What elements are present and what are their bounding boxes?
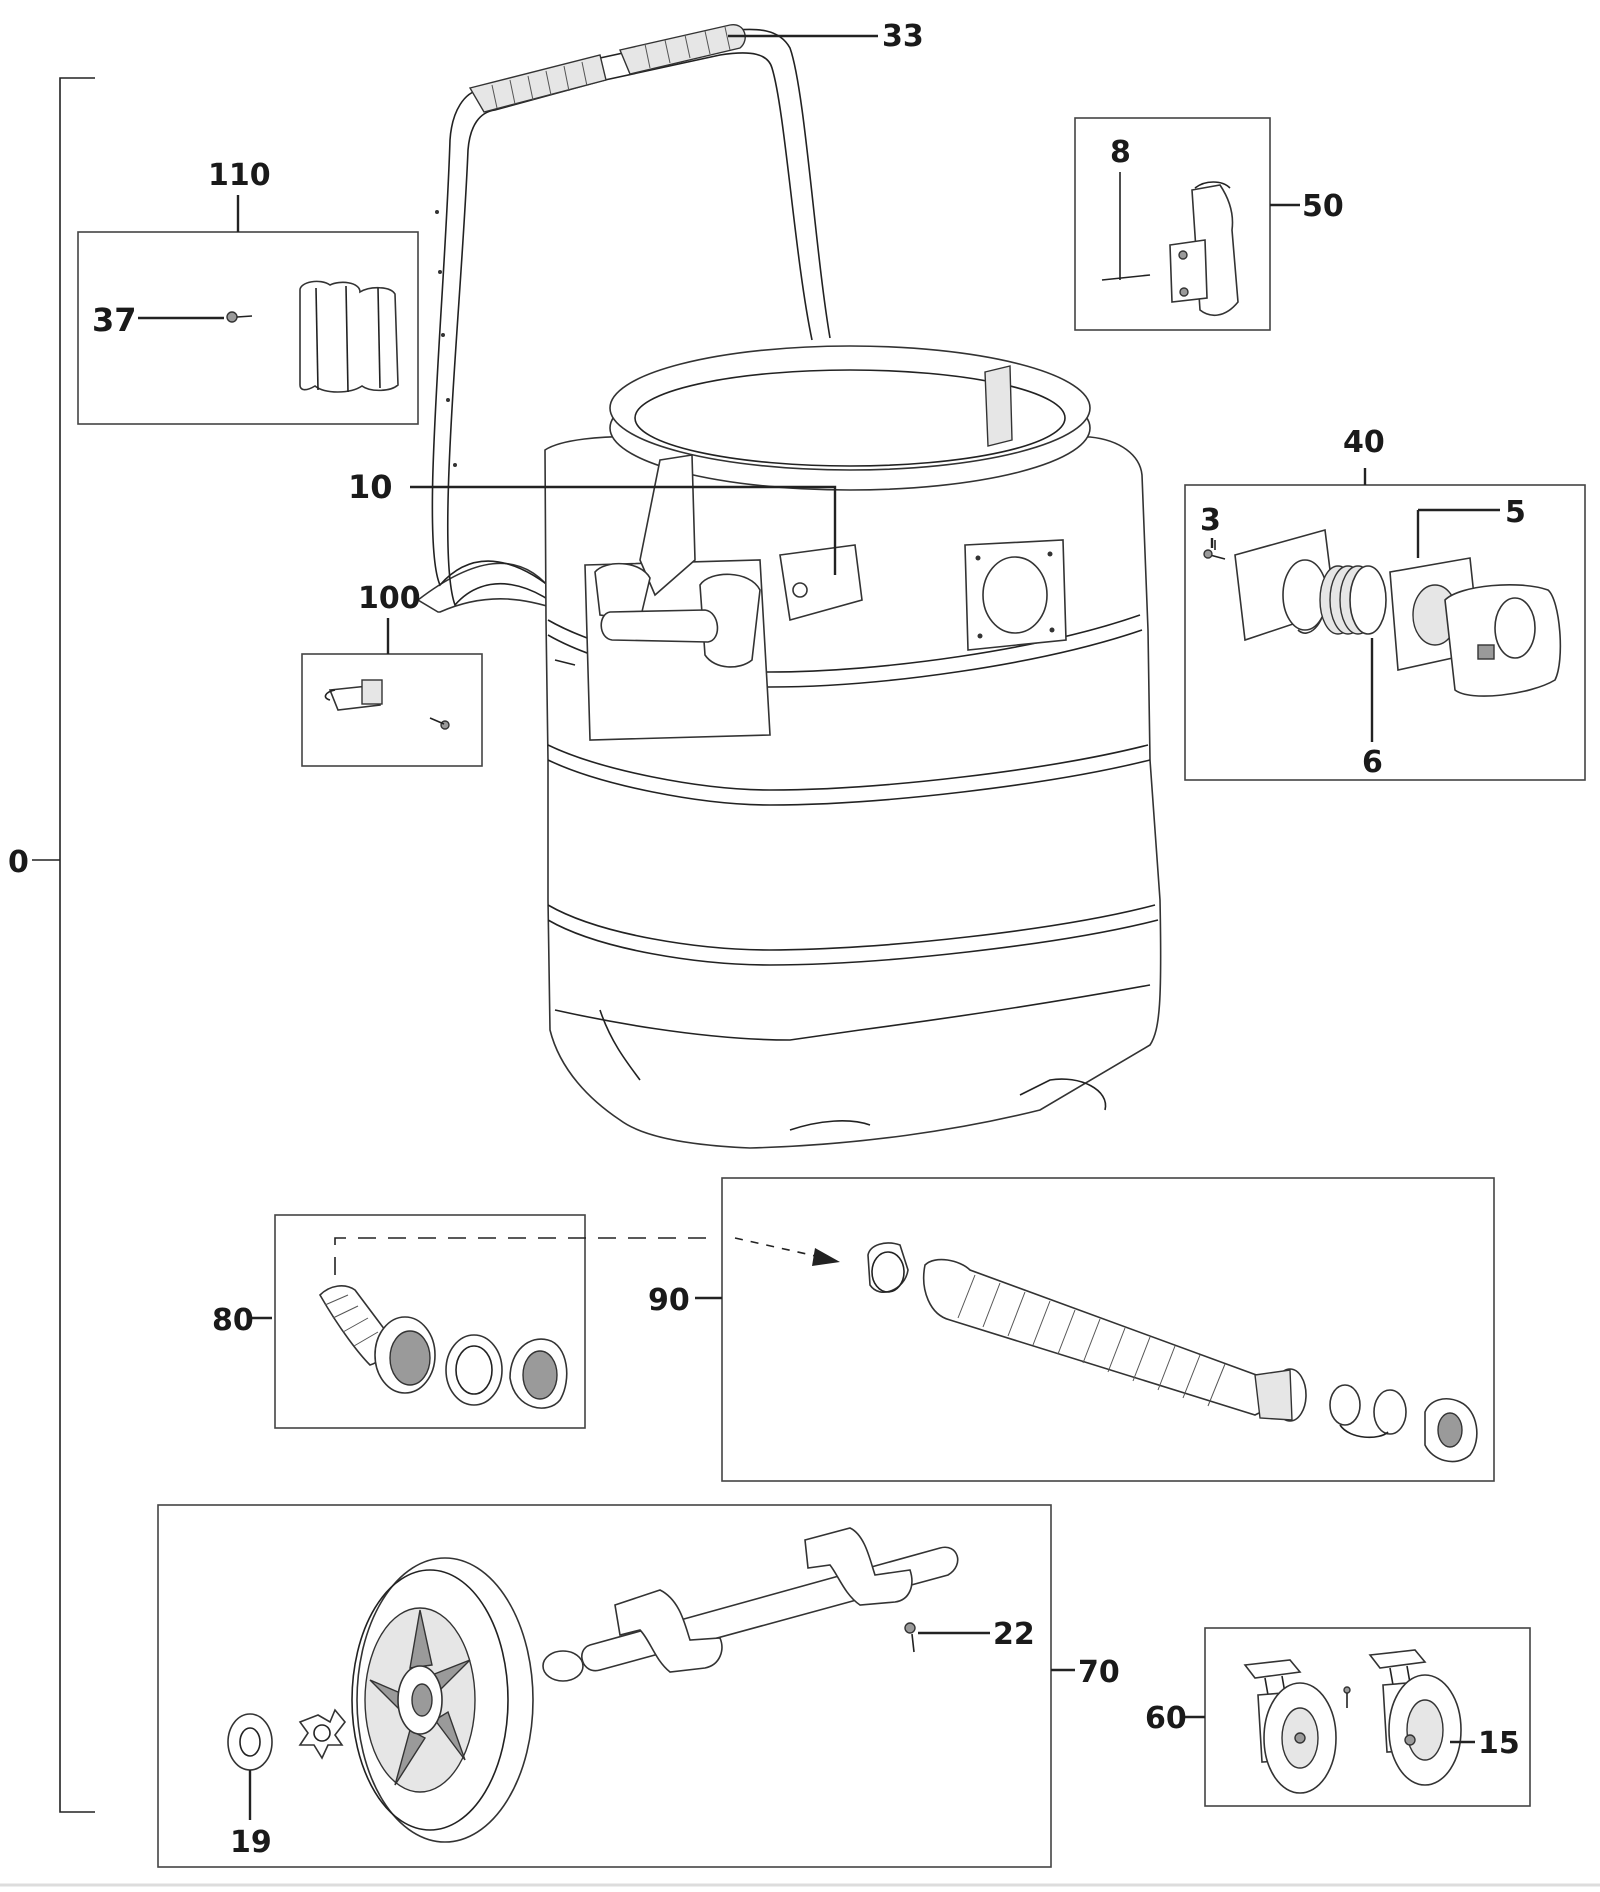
- callout-70: 70: [1078, 1655, 1120, 1690]
- callout-19: 19: [230, 1825, 272, 1860]
- callout-10: 10: [348, 468, 393, 506]
- callout-15: 15: [1478, 1726, 1520, 1761]
- hose-kit-icon: [721, 1177, 1495, 1482]
- push-handle-icon: [416, 24, 831, 623]
- callout-90: 90: [648, 1283, 690, 1318]
- assembly-bracket: [32, 77, 95, 1813]
- callout-50: 50: [1302, 189, 1344, 224]
- caster-kit-icon: [1204, 1627, 1531, 1807]
- callout-labels: 0 3 5 6 8 10 15 19 22 33 37 40 50 60 70 …: [8, 19, 1526, 1860]
- drain-kit-icon: [274, 1214, 710, 1429]
- callout-5: 5: [1505, 495, 1526, 530]
- clip-kit-icon: [301, 653, 483, 767]
- callout-0: 0: [8, 845, 29, 880]
- latch-kit-icon: [1074, 117, 1271, 331]
- leader-lines: [236, 34, 1500, 1820]
- callout-33: 33: [882, 19, 924, 54]
- callout-60: 60: [1145, 1701, 1187, 1736]
- callout-6: 6: [1362, 745, 1383, 780]
- callout-80: 80: [212, 1303, 254, 1338]
- callout-110: 110: [208, 158, 271, 193]
- clip-kit-icon: [77, 231, 419, 425]
- callout-37: 37: [92, 301, 137, 339]
- callout-8: 8: [1110, 135, 1131, 170]
- callout-22: 22: [993, 1617, 1035, 1652]
- inlet-port-kit-icon: [1184, 484, 1586, 781]
- callout-3: 3: [1200, 503, 1221, 538]
- callout-100: 100: [358, 581, 421, 616]
- callout-40: 40: [1343, 425, 1385, 460]
- tank-body-icon: [544, 345, 1162, 1149]
- wheel-kit-icon: [157, 1504, 1052, 1868]
